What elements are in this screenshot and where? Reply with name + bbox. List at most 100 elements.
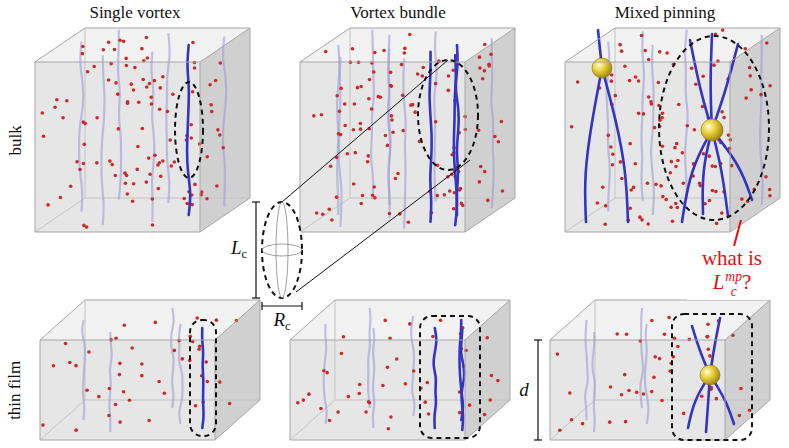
box-edge: [515, 28, 516, 198]
pinning-defect: [748, 74, 752, 78]
pinning-defect: [468, 403, 472, 407]
vortex-line: [602, 68, 628, 222]
pinning-defect: [321, 213, 325, 217]
pinning-defect: [359, 122, 363, 126]
dimension-label: d: [519, 380, 529, 401]
pinning-defect: [556, 352, 560, 356]
box-edge: [770, 300, 771, 400]
pinning-defect: [382, 49, 386, 53]
zoom-line: [296, 160, 470, 292]
box-edges: [40, 300, 260, 440]
pinning-defect: [41, 423, 45, 427]
pinning-defect: [436, 194, 440, 198]
pinning-defect: [68, 361, 72, 365]
pinning-defect: [647, 95, 651, 99]
box-edge: [780, 28, 781, 198]
box-edge: [215, 340, 216, 440]
side-face: [465, 28, 515, 232]
pinning-defect: [95, 116, 99, 120]
box-edge: [465, 400, 510, 440]
pinning-defect: [173, 160, 177, 164]
pinning-defect: [228, 402, 232, 406]
zoom-line: [282, 60, 448, 202]
pinning-defect: [607, 134, 611, 138]
pinning-defect: [163, 391, 167, 395]
pinning-defect: [705, 335, 709, 339]
box-edge: [40, 340, 41, 440]
pinning-center: [701, 119, 723, 141]
pinning-defect: [132, 88, 136, 92]
pinning-defect: [82, 143, 86, 147]
correlation-volume: [420, 316, 480, 438]
box-edge: [290, 340, 291, 440]
pinning-defect: [640, 34, 644, 38]
box-edge: [725, 300, 770, 340]
pinning-defect: [611, 163, 615, 167]
vortex-line-faint: [152, 52, 155, 222]
pinning-defect: [52, 364, 56, 368]
pinning-defect: [576, 80, 580, 84]
side-face: [730, 28, 780, 232]
pinning-defect: [197, 347, 201, 351]
hidden-edge: [550, 400, 595, 440]
box-edge: [215, 400, 260, 440]
pinning-defect: [148, 172, 152, 176]
pinning-defect: [302, 398, 306, 402]
vortex-line: [585, 68, 602, 222]
pinning-defect: [389, 84, 393, 88]
pinning-defect: [97, 395, 101, 399]
dimension-tick: [534, 339, 542, 340]
pinning-defect: [401, 129, 405, 133]
hidden-edge: [40, 400, 85, 440]
vortex-line: [454, 55, 457, 225]
pinning-defect: [110, 163, 114, 167]
pinning-defect: [336, 410, 340, 414]
pinning-defect: [649, 100, 653, 104]
box-edge: [260, 300, 261, 400]
pinning-defect: [669, 171, 673, 175]
box-edge: [465, 28, 515, 62]
vortex-line-faint: [491, 38, 493, 208]
pinning-defect: [147, 419, 151, 423]
pinning-defect: [357, 392, 361, 396]
pinning-defect: [372, 185, 376, 189]
vortex-line: [461, 330, 464, 430]
pinning-defect: [434, 120, 438, 124]
pinning-defect: [193, 66, 197, 70]
pinning-defect: [686, 124, 690, 128]
vortex-line-faint: [79, 42, 83, 212]
pinning-defect: [638, 215, 642, 219]
pinning-defect: [122, 390, 126, 394]
pinning-defect: [140, 362, 144, 366]
vortex-line: [712, 44, 738, 130]
pinning-defect: [647, 58, 651, 62]
vortex-line: [703, 130, 712, 214]
pinning-defect: [346, 152, 350, 156]
pinning-defect: [395, 357, 399, 361]
pinning-defect: [218, 133, 222, 137]
pinning-defect: [210, 110, 214, 114]
pinning-defect: [637, 112, 641, 116]
pinning-defect: [390, 84, 394, 88]
pinning-defect: [116, 92, 120, 96]
pinning-defect: [710, 164, 714, 168]
pinning-defect: [204, 360, 208, 364]
pinning-defect: [335, 195, 339, 199]
pinning-defect: [126, 192, 130, 196]
pinning-defect: [209, 103, 213, 107]
pinning-defect: [169, 164, 173, 168]
pinning-defect: [660, 399, 664, 403]
pinning-defect: [367, 97, 371, 101]
pinning-defect: [759, 93, 763, 97]
sample-box: [35, 28, 250, 232]
pinning-defect: [646, 222, 650, 226]
sample-box: [300, 28, 515, 232]
pinning-defect: [388, 212, 392, 216]
pinning-defect: [193, 183, 197, 187]
pinning-defect: [113, 48, 117, 52]
pinning-defect: [413, 110, 417, 114]
vortex-line: [434, 328, 437, 428]
pinning-defect: [702, 152, 706, 156]
pinning-defect: [675, 142, 679, 146]
